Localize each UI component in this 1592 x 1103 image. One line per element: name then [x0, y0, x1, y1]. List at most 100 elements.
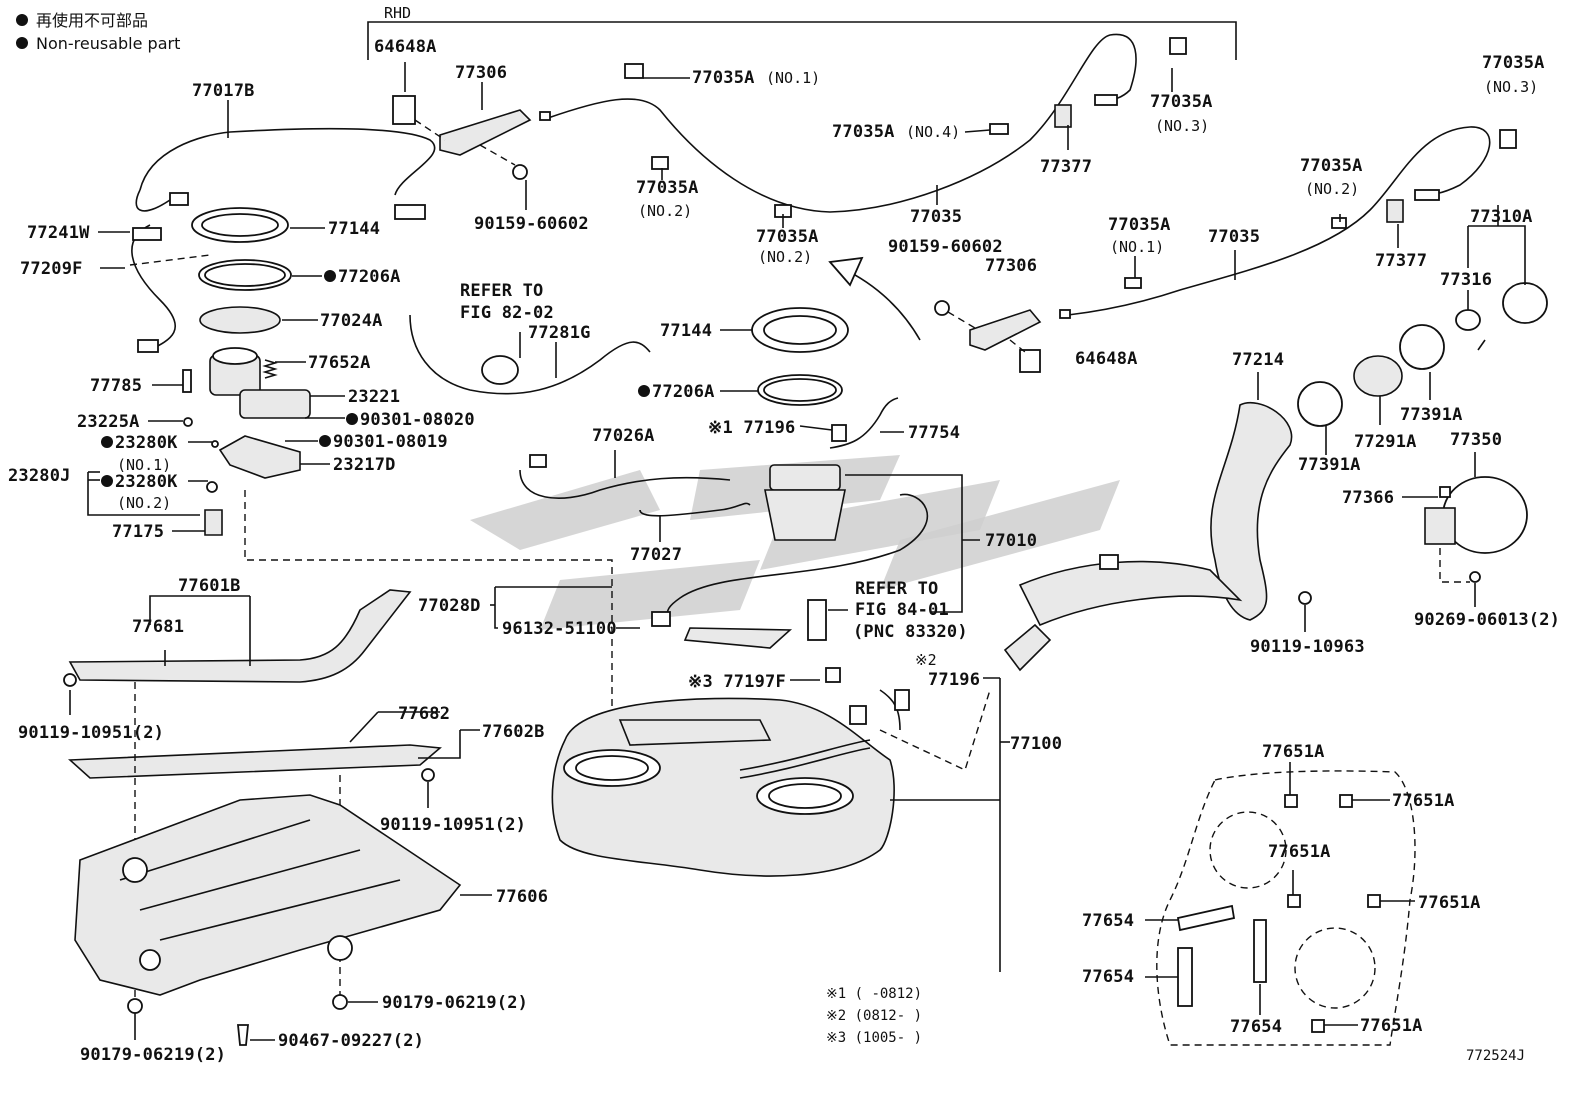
bracket-64648A: [392, 95, 416, 125]
label-77316: 77316: [1440, 270, 1492, 290]
label-77785: 77785: [90, 376, 142, 396]
label-90119-10951: 90119-10951(2): [380, 815, 526, 835]
label-96132-51100: 96132-51100: [502, 619, 617, 639]
lever-77306: [969, 309, 1042, 351]
cap-77310A: [1502, 282, 1548, 324]
label-77027: 77027: [630, 545, 682, 565]
sender-gauge-77024A: [199, 306, 281, 334]
label-no1: (NO.1): [117, 456, 171, 474]
label-90301-08020: 90301-08020: [360, 410, 475, 430]
label-77652A: 77652A: [308, 353, 371, 373]
label-fig-82-02: FIG 82-02: [460, 303, 554, 323]
label-77035A: 77035A: [1300, 156, 1363, 176]
label-77035A: 77035A: [1108, 215, 1171, 235]
bracket-23217D: [218, 435, 301, 479]
footnote-1: ※1 ( -0812): [826, 986, 922, 1002]
label-77175: 77175: [112, 522, 164, 542]
label-77391A: 77391A: [1400, 405, 1463, 425]
label-no1: (NO.1): [766, 69, 820, 87]
label-90159-60602: 90159-60602: [474, 214, 589, 234]
connector-icon: [169, 192, 189, 206]
label-77209F: 77209F: [20, 259, 83, 279]
label-no2: (NO.2): [117, 494, 171, 512]
non-reusable-bullet-icon: [16, 14, 28, 26]
label-77754: 77754: [908, 423, 960, 443]
label-77035A: 77035A: [832, 122, 895, 142]
label-77654: 77654: [1082, 967, 1134, 987]
connector-icon: [132, 227, 162, 241]
legend-jp: 再使用不可部品: [36, 11, 148, 30]
fuel-pump-parts: [129, 127, 613, 760]
legend: 再使用不可部品 Non-reusable part: [16, 11, 180, 53]
label-77035: 77035: [1208, 227, 1260, 247]
rhd-cable-assembly: [392, 33, 1187, 218]
label-fig-84-01: FIG 84-01: [855, 600, 949, 620]
label-no3: (NO.3): [1155, 117, 1209, 135]
label-23221: 23221: [348, 387, 400, 407]
label-77017B: 77017B: [192, 81, 255, 101]
clip-icon: [1124, 277, 1142, 289]
label-77377: 77377: [1040, 157, 1092, 177]
band-77601B: [68, 589, 412, 683]
label-77035A: 77035A: [636, 178, 699, 198]
label-90179-06219: 90179-06219(2): [382, 993, 528, 1013]
non-reusable-bullet-icon: [346, 413, 358, 425]
label-77601B: 77601B: [178, 576, 241, 596]
label-77306: 77306: [455, 63, 507, 83]
lid-hinge: [1424, 507, 1456, 545]
label-77602B: 77602B: [482, 722, 545, 742]
label-77654: 77654: [1082, 911, 1134, 931]
bolt-90159-icon: [512, 164, 528, 180]
label-77196: ※1 77196: [708, 418, 796, 438]
clip-icon: [651, 156, 669, 170]
gasket-77391A: [1297, 381, 1343, 427]
label-77306: 77306: [985, 256, 1037, 276]
label-77241W: 77241W: [27, 223, 90, 243]
protector-77291A: [1353, 355, 1403, 397]
label-77681: 77681: [132, 617, 184, 637]
connector-icon: [137, 339, 159, 353]
label-77035A: 77035A: [1150, 92, 1213, 112]
label-77606: 77606: [496, 887, 548, 907]
grommet-77377: [1054, 104, 1072, 128]
label-77281G: 77281G: [528, 323, 591, 343]
label-77028D: 77028D: [418, 596, 481, 616]
label-64648A: 64648A: [1075, 349, 1138, 369]
label-23225A: 23225A: [77, 412, 140, 432]
label-77651A: 77651A: [1418, 893, 1481, 913]
fuel-tank-77100: [551, 697, 895, 877]
label-77035A: 77035A: [692, 68, 755, 88]
label-refer-to: REFER TO: [855, 579, 938, 599]
label-77206A: 77206A: [652, 382, 715, 402]
label-77682: 77682: [398, 704, 450, 724]
label-90467-09227: 90467-09227(2): [278, 1031, 424, 1051]
label-77310A: 77310A: [1470, 207, 1533, 227]
non-reusable-bullet-icon: [101, 475, 113, 487]
label-77026A: 77026A: [592, 426, 655, 446]
label-77391A: 77391A: [1298, 455, 1361, 475]
label-77651A: 77651A: [1268, 842, 1331, 862]
connector-icon: [394, 204, 426, 220]
clip-icon: [1169, 37, 1187, 55]
insulator-outline: [1156, 770, 1416, 1046]
label-23280J: 23280J: [8, 466, 71, 486]
label-77651A: 77651A: [1262, 742, 1325, 762]
rhd-label: RHD: [384, 4, 411, 22]
label-90269-06013: 90269-06013(2): [1414, 610, 1560, 630]
label-77291A: 77291A: [1354, 432, 1417, 452]
reference-code: 772524J: [1466, 1048, 1525, 1064]
label-no2: (NO.2): [638, 202, 692, 220]
label-77035A: 77035A: [1482, 53, 1545, 73]
filler-pipe-77214: [1003, 402, 1312, 672]
label-77654: 77654: [1230, 1017, 1282, 1037]
rhd-bracket: RHD: [367, 4, 1237, 60]
label-77035: 77035: [910, 207, 962, 227]
non-reusable-bullet-icon: [324, 270, 336, 282]
non-reusable-bullet-icon: [16, 37, 28, 49]
label-77035A: 77035A: [756, 227, 819, 247]
band-77602B: [68, 744, 442, 779]
fuel-door-parts: [1297, 282, 1548, 583]
label-90159-60602: 90159-60602: [888, 237, 1003, 257]
